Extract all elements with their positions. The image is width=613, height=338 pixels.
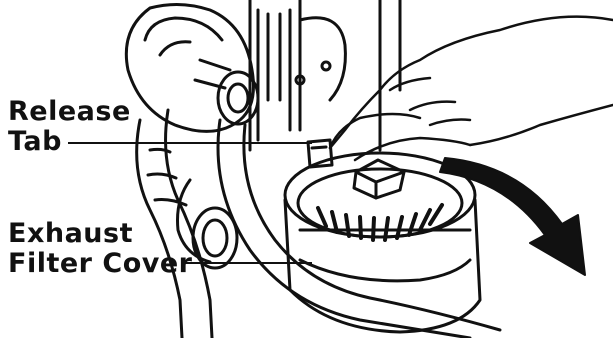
exhaust-filter-cover-label-line1: Exhaust [8,220,133,247]
cover-knob [354,160,404,198]
vacuum-body [250,0,400,150]
filter-vents [318,205,442,240]
hose [137,110,237,338]
motor-housing [126,4,258,131]
release-tab-label-line2: Tab [8,128,62,155]
hand [330,17,613,160]
release-tab-label-line1: Release [8,98,131,125]
exhaust-filter-cover-label-line2: Filter Cover [8,250,192,277]
